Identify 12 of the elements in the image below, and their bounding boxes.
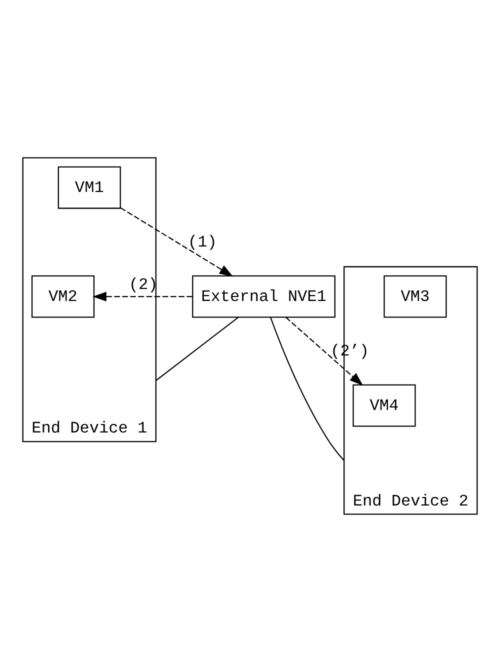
node-box: VM2 bbox=[30, 275, 94, 318]
arrow bbox=[92, 292, 192, 302]
node-box: External NVE1 bbox=[192, 275, 335, 318]
node-box: VM1 bbox=[57, 166, 120, 209]
connector bbox=[155, 316, 238, 382]
edge-label: (2) bbox=[128, 276, 158, 294]
arrow bbox=[284, 316, 363, 386]
connector bbox=[269, 317, 344, 461]
arrow bbox=[120, 207, 233, 277]
node-box: VM4 bbox=[352, 384, 416, 427]
node-box: VM3 bbox=[383, 275, 446, 318]
edge-label: (1) bbox=[187, 233, 216, 252]
